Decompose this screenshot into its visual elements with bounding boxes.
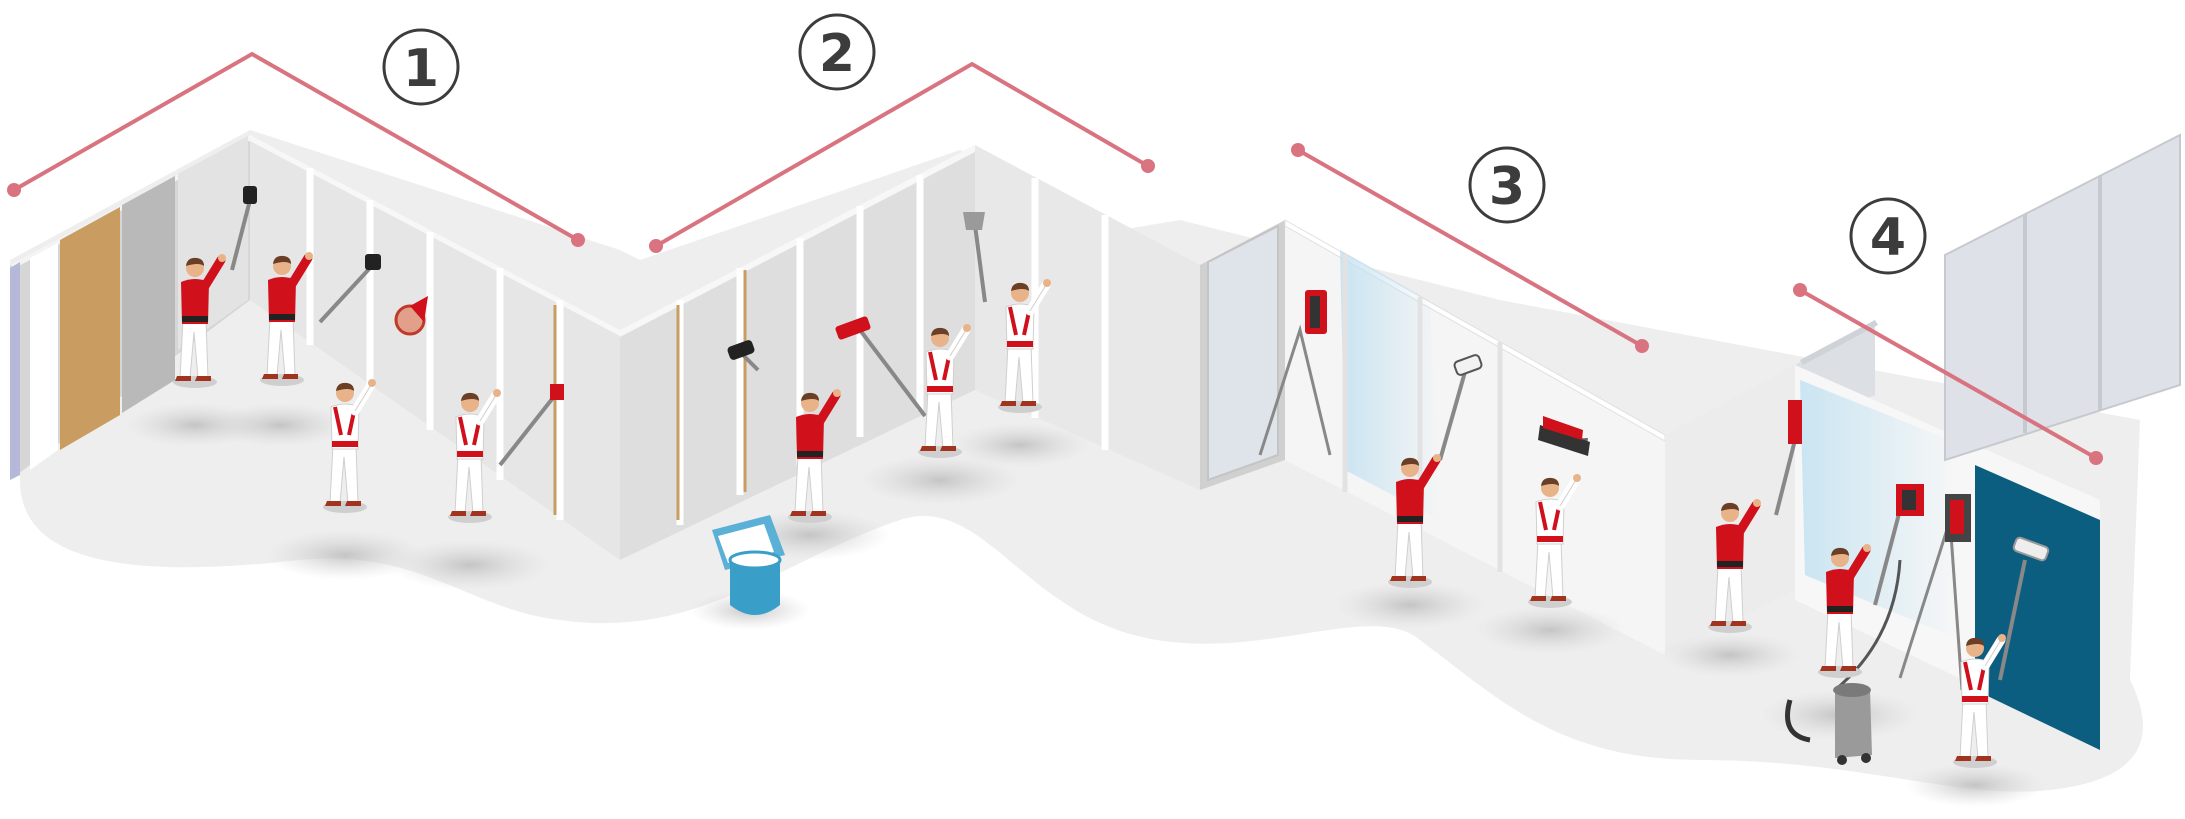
step-badge-2: 2 [800, 15, 874, 89]
step-badge-4: 4 [1851, 199, 1925, 273]
step-badge-1: 1 [384, 30, 458, 104]
step-number-4: 4 [1870, 208, 1906, 268]
step-number-3: 3 [1489, 157, 1525, 217]
step-number-1: 1 [403, 39, 439, 99]
step-badge-3: 3 [1470, 148, 1544, 222]
step-number-2: 2 [819, 24, 855, 84]
